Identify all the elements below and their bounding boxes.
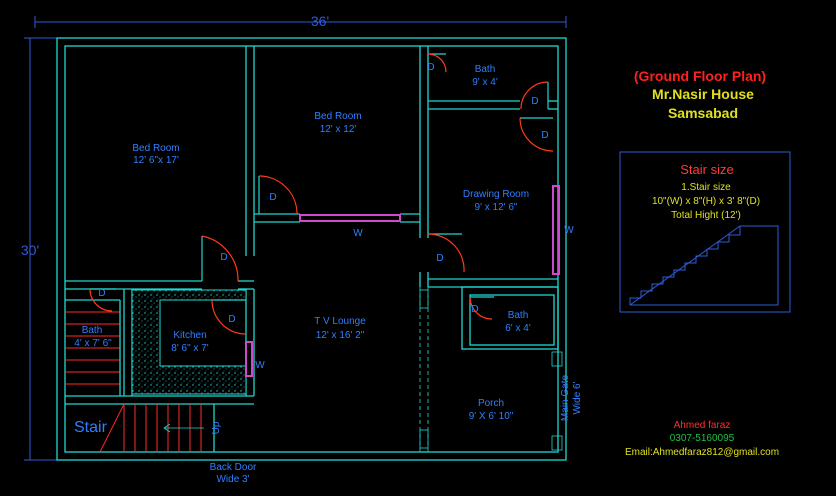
- window-label: W: [255, 360, 265, 371]
- room-bed-room-1: Bed Room 12' 6"x 17': [132, 143, 179, 166]
- stair-size-heading: Stair size: [680, 162, 733, 177]
- door-label: D: [436, 253, 443, 264]
- room-size: 9' x 12' 6": [475, 202, 518, 213]
- windows: [245, 185, 560, 377]
- room-size: 4' x 7' 6": [74, 338, 112, 349]
- room-size: 9' x 4': [472, 77, 498, 88]
- stair-profile: [629, 225, 779, 306]
- room-size: 6' x 4': [505, 323, 531, 334]
- back-door-width: Wide 3': [216, 474, 249, 485]
- stair-label: Stair: [74, 419, 108, 436]
- room-size: 12' x 16' 2": [316, 330, 365, 341]
- stair-treads: [99, 403, 204, 453]
- room-name: Bath: [82, 325, 103, 336]
- room-porch: Porch 9' X 6' 10": [469, 398, 514, 422]
- room-bath-right: Bath 6' x 4': [505, 310, 531, 334]
- main-gate-label: Main Gate: [560, 374, 571, 421]
- room-drawing-room: Drawing Room 9' x 12' 6": [463, 189, 529, 213]
- room-size: 12' x 12': [320, 124, 357, 135]
- stair-size-line1: 1.Stair size: [681, 182, 731, 193]
- room-name: Porch: [478, 398, 504, 409]
- room-bath-left: Bath 4' x 7' 6": [74, 325, 112, 349]
- author-name: Ahmed faraz: [674, 420, 731, 431]
- door-label: D: [541, 130, 548, 141]
- owner-name: Mr.Nasir House: [652, 86, 754, 102]
- room-name: Bed Room: [314, 111, 361, 122]
- location-name: Samsabad: [668, 105, 738, 121]
- door-label: D: [427, 62, 434, 73]
- door-label: D: [228, 314, 235, 325]
- room-name: T V Lounge: [314, 316, 366, 327]
- room-bath-top: Bath 9' x 4': [472, 64, 498, 88]
- main-gate-width: Wide 6': [572, 381, 583, 414]
- room-name: Kitchen: [173, 330, 206, 341]
- depth-dimension: 30': [21, 242, 39, 258]
- room-kitchen: Kitchen 8' 6" x 7': [171, 330, 208, 354]
- door-label: D: [269, 192, 276, 203]
- room-name: Drawing Room: [463, 189, 529, 200]
- stair-size-box: Stair size 1.Stair size 10"(W) x 8"(H) x…: [619, 151, 791, 313]
- back-door-label: Back Door: [210, 462, 257, 473]
- kitchen-counter: [131, 289, 247, 395]
- doors: [89, 53, 554, 335]
- room-bed-room-2: Bed Room 12' x 12': [314, 111, 361, 135]
- left-bath-stripes: [65, 300, 121, 396]
- stair-size-line3: Total Hight (12'): [671, 210, 741, 221]
- up-label: Up: [211, 421, 222, 434]
- credits: Ahmed faraz 0307-5160095 Email:Ahmedfara…: [625, 420, 779, 458]
- room-tv-lounge: T V Lounge 12' x 16' 2": [314, 316, 366, 341]
- window-label: W: [353, 228, 363, 239]
- room-name: Bed Room: [132, 143, 179, 154]
- stair-size-line2: 10"(W) x 8"(H) x 3' 8"(D): [652, 196, 760, 207]
- plan-title: (Ground Floor Plan): [634, 68, 766, 84]
- door-label: D: [531, 96, 538, 107]
- window-label: W: [564, 225, 574, 236]
- author-email: Email:Ahmedfaraz812@gmail.com: [625, 447, 779, 458]
- width-dimension: 36': [311, 13, 329, 29]
- room-size: 9' X 6' 10": [469, 411, 514, 422]
- door-label: D: [98, 288, 105, 299]
- room-size: 12' 6"x 17': [133, 155, 179, 166]
- room-size: 8' 6" x 7': [171, 343, 208, 354]
- room-name: Bath: [508, 310, 529, 321]
- door-label: D: [220, 252, 227, 263]
- door-label: D: [471, 304, 478, 315]
- author-phone: 0307-5160095: [670, 433, 735, 444]
- title-block: (Ground Floor Plan) Mr.Nasir House Samsa…: [634, 68, 766, 121]
- room-name: Bath: [475, 64, 496, 75]
